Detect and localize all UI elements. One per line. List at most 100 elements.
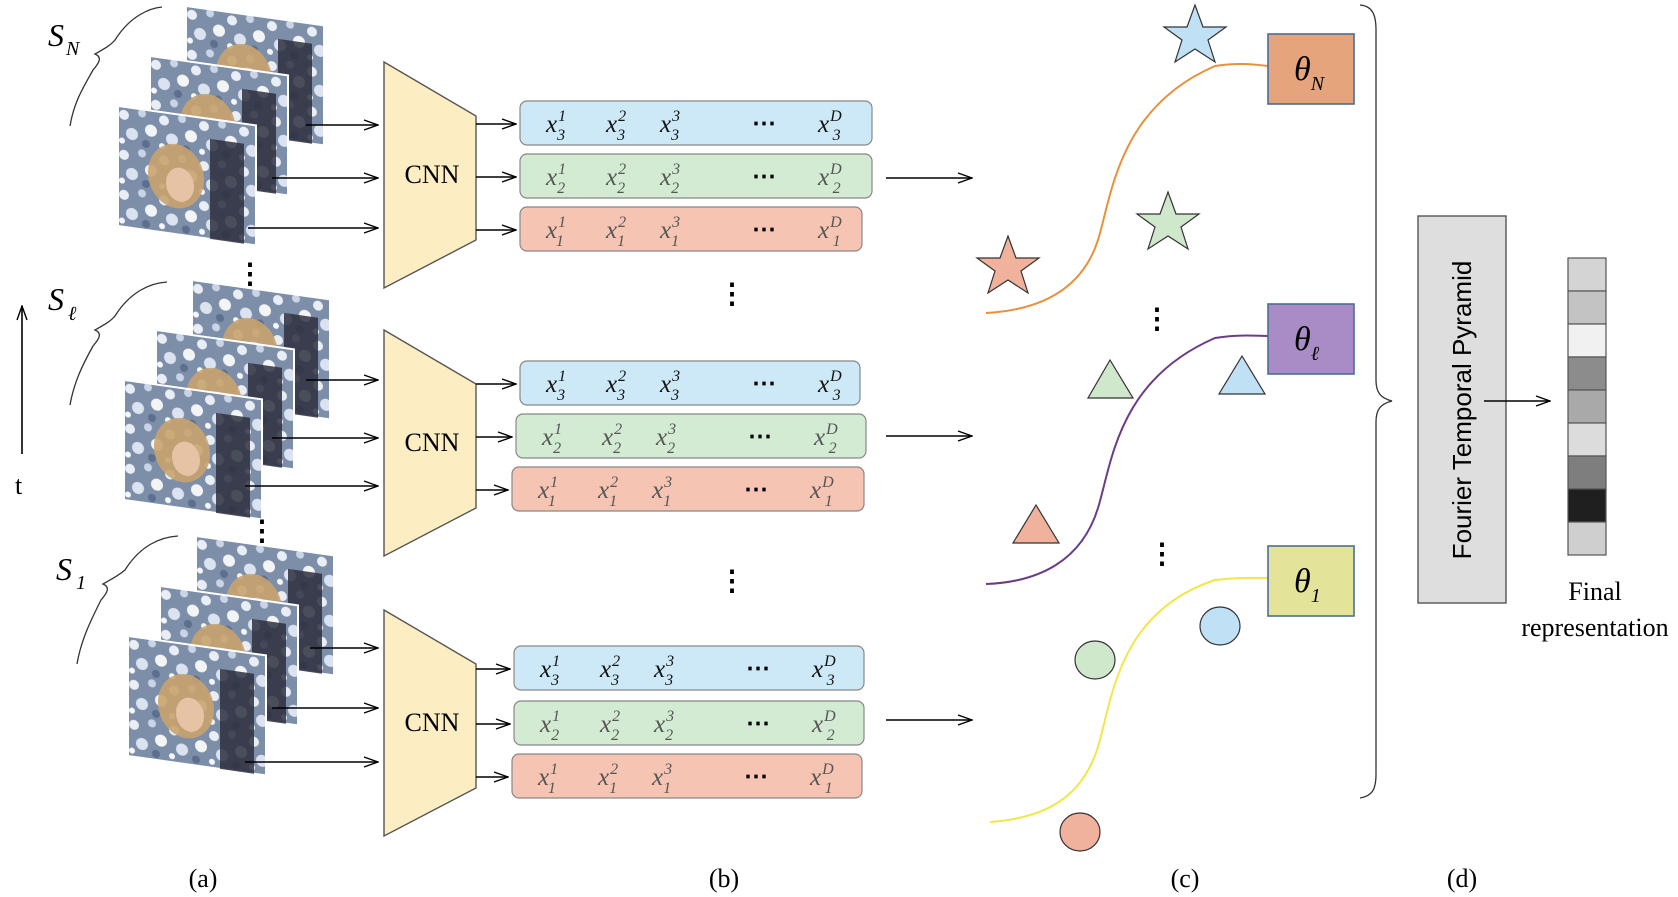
feature-row-box	[511, 753, 863, 799]
fourier-pyramid-rect	[1417, 215, 1507, 604]
frame-stack-1	[123, 278, 331, 521]
time-axis: t	[15, 306, 23, 500]
group-label-sN-base: S	[48, 17, 64, 53]
star-red-marker	[975, 234, 1041, 295]
cnn-trapezoid	[383, 60, 477, 290]
feature-row-ellipsis: ⋯	[752, 217, 776, 243]
feature-row-ellipsis: ⋯	[744, 477, 768, 503]
theta-label: θ1	[1294, 563, 1321, 607]
vdots-c-2: ⋮	[1148, 539, 1176, 570]
theta-boxes: θN θℓ θ1	[1267, 33, 1355, 617]
vdots-b-1: ⋮	[718, 279, 746, 310]
star-green-marker	[1135, 190, 1201, 251]
feature-row-box	[515, 413, 867, 459]
theta-label: θN	[1294, 51, 1326, 95]
group-label-sl: S ℓ	[48, 281, 77, 325]
panel-label-a: (a)	[189, 864, 218, 893]
panel-label-b: (b)	[709, 864, 739, 893]
fourier-pyramid-label: Fourier Temporal Pyramid	[1447, 261, 1477, 560]
feature-row-box	[519, 153, 873, 199]
triangle-blue-marker	[1217, 354, 1267, 395]
final-vector-cell	[1567, 290, 1607, 325]
cnn-label: CNN	[405, 708, 460, 737]
group-braces	[69, 6, 179, 665]
cnn-label: CNN	[405, 428, 460, 457]
feature-row-ellipsis: ⋯	[752, 164, 776, 190]
feature-row-ellipsis: ⋯	[746, 656, 770, 682]
theta-box-rect	[1267, 545, 1355, 617]
final-label-line-1: Final	[1568, 577, 1621, 606]
feature-row-ellipsis: ⋯	[744, 764, 768, 790]
feature-row-ellipsis: ⋯	[748, 424, 772, 450]
triangle-green-marker	[1086, 358, 1135, 399]
video-frame	[117, 104, 257, 247]
fourier-pyramid-box: Fourier Temporal Pyramid	[1417, 215, 1507, 604]
final-vector-cell	[1567, 356, 1607, 391]
final-vector-cell	[1567, 488, 1607, 523]
final-label-line-2: representation	[1521, 613, 1668, 642]
theta-box-1: θℓ	[1267, 303, 1355, 375]
group-label-s1: S 1	[56, 551, 86, 594]
video-frame	[123, 378, 263, 521]
star-blue-marker	[1162, 3, 1228, 64]
cnn-label: CNN	[405, 160, 460, 189]
vdots-b-2: ⋮	[718, 566, 746, 597]
group-label-s1-base: S	[56, 551, 72, 587]
brace-s1	[76, 535, 179, 665]
final-vector-cell	[1567, 257, 1607, 292]
vdots-a-2: ⋮	[248, 516, 276, 547]
video-frame	[127, 634, 267, 777]
brace-sl	[69, 281, 168, 406]
frame-stack-0	[117, 4, 325, 247]
cnn-trapezoid	[383, 608, 477, 838]
theta-label: θℓ	[1294, 321, 1320, 365]
feature-row-box	[513, 645, 865, 691]
theta-box-0: θN	[1267, 33, 1355, 105]
final-vector-cell	[1567, 389, 1607, 424]
theta-box-2: θ1	[1267, 545, 1355, 617]
curve-theta-1	[989, 576, 1269, 823]
group-label-sl-base: S	[48, 281, 64, 317]
circle-green-marker	[1074, 640, 1116, 680]
theta-box-rect	[1267, 303, 1355, 375]
group-label-sN-sub: N	[65, 38, 81, 60]
final-vector-cell	[1567, 422, 1607, 457]
pyramid-brace	[1359, 4, 1393, 799]
frame-stacks	[117, 4, 335, 777]
circle-red-marker	[1059, 812, 1101, 852]
final-vector-cell	[1567, 455, 1607, 490]
